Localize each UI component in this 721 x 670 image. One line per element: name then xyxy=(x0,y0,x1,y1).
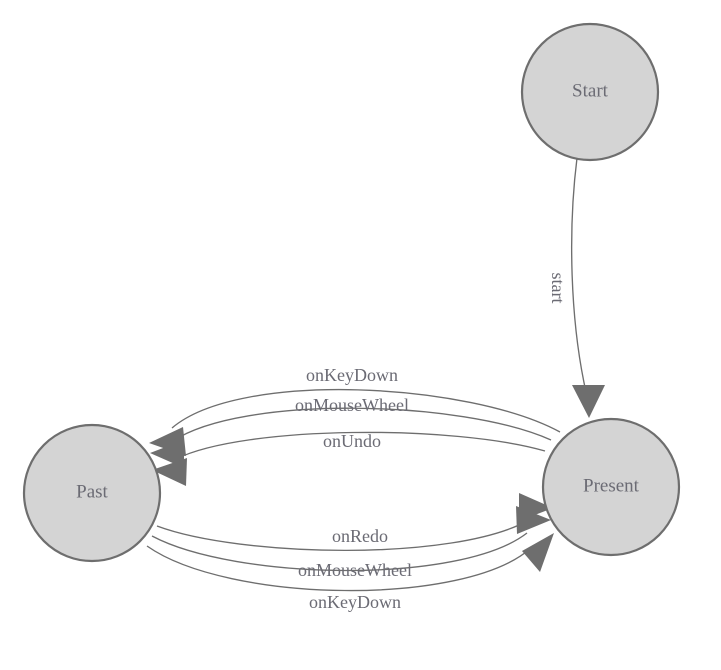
edge-label-past-present-1: onRedo xyxy=(332,526,388,546)
edge-label-past-present-3: onKeyDown xyxy=(309,592,401,612)
edge-path-past-present-1 xyxy=(156,519,530,552)
node-past[interactable]: Past xyxy=(22,423,162,563)
edge-label-present-past-3: onUndo xyxy=(323,431,381,451)
edge-present-to-past-onmousewheel[interactable]: onMouseWheel xyxy=(150,395,552,468)
arrowhead-present-past-2 xyxy=(150,440,184,468)
arrowhead-start-present xyxy=(572,385,605,418)
edge-path-present-past-3 xyxy=(175,431,546,460)
edge-label-present-past-1: onKeyDown xyxy=(306,365,398,385)
edge-label-past-present-2: onMouseWheel xyxy=(298,560,412,580)
node-start-circle xyxy=(520,22,660,162)
node-present-label: Present xyxy=(583,475,640,496)
edge-past-to-present-onredo[interactable]: onRedo xyxy=(156,493,553,552)
edge-label-start-present: start xyxy=(548,273,568,304)
node-start[interactable]: Start xyxy=(520,22,660,162)
edge-path-present-past-1 xyxy=(171,388,561,433)
edge-path-past-present-3 xyxy=(146,545,532,592)
edge-start-to-present[interactable]: start xyxy=(548,157,605,418)
edge-path-present-past-2 xyxy=(172,407,552,442)
arrowhead-past-present-3 xyxy=(522,533,554,572)
edge-path-start-present xyxy=(570,157,587,393)
edge-past-to-present-onmousewheel[interactable]: onMouseWheel xyxy=(151,506,551,580)
arrowhead-present-past-3 xyxy=(152,458,187,486)
edge-path-past-present-2 xyxy=(151,532,528,572)
edge-present-to-past-onundo[interactable]: onUndo xyxy=(152,431,546,486)
arrowhead-past-present-2 xyxy=(516,506,551,534)
node-start-label: Start xyxy=(572,80,609,101)
edge-label-present-past-2: onMouseWheel xyxy=(295,395,409,415)
edge-past-to-present-onkeydown[interactable]: onKeyDown xyxy=(146,533,554,612)
node-past-label: Past xyxy=(76,481,108,502)
node-past-circle xyxy=(22,423,162,563)
node-present[interactable]: Present xyxy=(541,417,681,557)
node-present-circle xyxy=(541,417,681,557)
